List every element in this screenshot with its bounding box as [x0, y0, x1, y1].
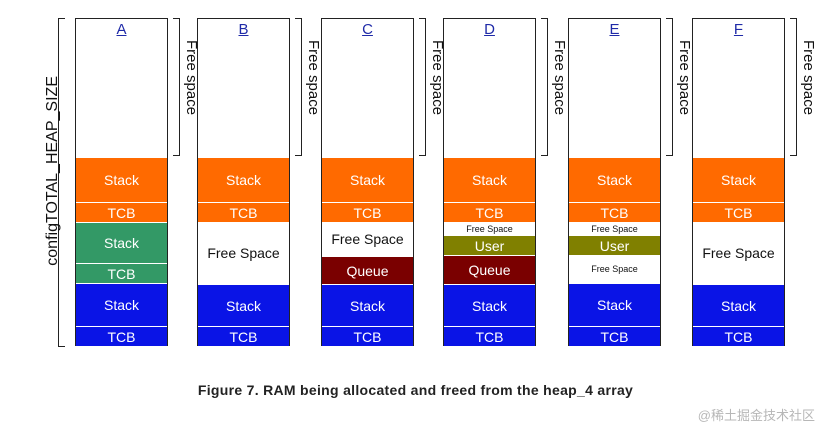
memory-block-free-space: Free Space	[569, 255, 660, 283]
memory-block-stack: Stack	[693, 157, 784, 202]
free-space-bracket	[419, 18, 426, 156]
memory-block-stack: Stack	[444, 284, 535, 326]
memory-block-stack: Stack	[444, 157, 535, 202]
memory-block-free-space: Free Space	[569, 222, 660, 235]
column-label-e: E	[609, 21, 620, 38]
column-label-d: D	[484, 21, 495, 38]
memory-block-stack: Stack	[198, 284, 289, 326]
memory-block-free-space: Free Space	[444, 222, 535, 235]
memory-block-stack: Stack	[76, 157, 167, 202]
memory-block-tcb: TCB	[76, 263, 167, 283]
memory-block-tcb: TCB	[569, 202, 660, 222]
memory-block-tcb: TCB	[693, 326, 784, 346]
column-label-b: B	[238, 21, 249, 38]
memory-block-user: User	[569, 235, 660, 255]
free-space-label: Free space	[305, 40, 322, 116]
memory-block-tcb: TCB	[322, 202, 413, 222]
memory-block-queue: Queue	[322, 256, 413, 284]
column-label-a: A	[116, 21, 127, 38]
watermark: @稀土掘金技术社区	[697, 408, 815, 423]
free-space-label: Free space	[676, 40, 693, 116]
memory-block-stack: Stack	[569, 157, 660, 202]
memory-block-stack: Stack	[76, 222, 167, 263]
free-space-bracket	[295, 18, 302, 156]
memory-block-stack: Stack	[76, 283, 167, 326]
memory-block-queue: Queue	[444, 255, 535, 284]
memory-block-tcb: TCB	[198, 202, 289, 222]
memory-block-tcb: TCB	[198, 326, 289, 346]
memory-block-tcb: TCB	[569, 326, 660, 346]
memory-block-tcb: TCB	[693, 202, 784, 222]
memory-block-free-space: Free Space	[198, 222, 289, 284]
memory-block-tcb: TCB	[444, 202, 535, 222]
memory-block-tcb: TCB	[444, 326, 535, 346]
free-space-label: Free space	[551, 40, 568, 116]
free-space-bracket	[790, 18, 797, 156]
memory-block-tcb: TCB	[76, 326, 167, 346]
memory-block-stack: Stack	[693, 284, 784, 326]
free-space-bracket	[173, 18, 180, 156]
heap-size-label: configTOTAL_HEAP_SIZE	[44, 76, 61, 266]
column-label-c: C	[362, 21, 373, 38]
free-space-label: Free space	[800, 40, 817, 116]
figure-caption: Figure 7. RAM being allocated and freed …	[197, 382, 634, 398]
memory-block-stack: Stack	[569, 283, 660, 326]
column-label-f: F	[733, 21, 744, 38]
memory-block-tcb: TCB	[76, 202, 167, 222]
memory-block-free-space: Free Space	[693, 222, 784, 284]
memory-block-stack: Stack	[322, 284, 413, 326]
memory-block-stack: Stack	[322, 157, 413, 202]
memory-block-tcb: TCB	[322, 326, 413, 346]
free-space-label: Free space	[183, 40, 200, 116]
memory-block-stack: Stack	[198, 157, 289, 202]
memory-block-user: User	[444, 235, 535, 255]
memory-block-free-space: Free Space	[322, 222, 413, 256]
free-space-bracket	[541, 18, 548, 156]
heap-size-bracket	[58, 18, 65, 347]
free-space-bracket	[666, 18, 673, 156]
free-space-label: Free space	[429, 40, 446, 116]
